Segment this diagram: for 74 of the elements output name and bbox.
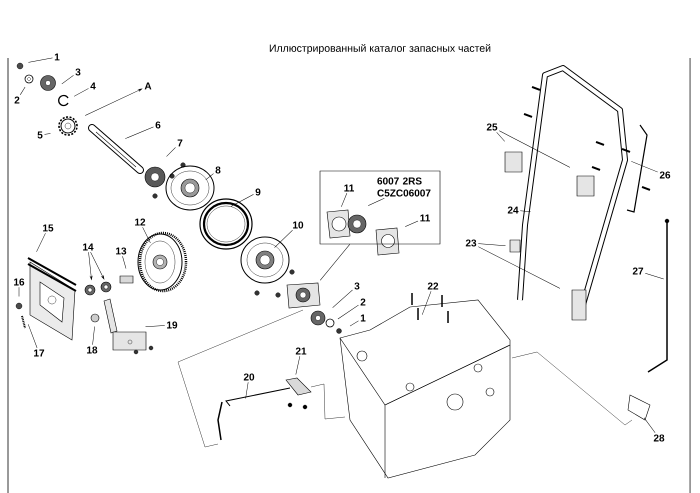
leader-line (422, 290, 432, 315)
leader-line (142, 226, 151, 244)
callout-number: 11 (420, 214, 430, 222)
callout-number: 8 (216, 166, 220, 174)
callout-number: 25 (486, 123, 498, 131)
callout-number: 2 (14, 96, 20, 104)
leader-line (274, 230, 293, 248)
leader-line (404, 220, 418, 227)
leader-line (341, 192, 348, 208)
leader-line (145, 325, 165, 328)
leader-line (296, 356, 300, 375)
callout-number: 28 (654, 434, 664, 442)
callout-number: 15 (43, 224, 54, 232)
callout-number: 6 (156, 121, 160, 129)
callout-number: 7 (178, 140, 182, 146)
leader-line (478, 246, 560, 289)
leader-line (124, 126, 154, 139)
callout-number: 12 (135, 218, 146, 226)
inset-frame (320, 170, 440, 244)
leader-line (350, 320, 359, 326)
leader-line (520, 210, 531, 212)
callout-number: 20 (244, 373, 254, 381)
arrow (84, 88, 142, 116)
leader-line (245, 382, 248, 399)
callout-number: 24 (508, 206, 518, 214)
callout-number: 9 (256, 188, 260, 196)
leader-line (92, 326, 95, 345)
callout-number: 5 (38, 132, 42, 138)
leader-line (496, 132, 505, 142)
callout-number: 14 (83, 244, 94, 250)
callout-number: 26 (660, 171, 670, 179)
leader-line (20, 86, 26, 96)
leader-line (62, 75, 74, 84)
leader-line (478, 243, 506, 246)
leader-line (645, 273, 664, 280)
callout-number: 3 (354, 282, 360, 290)
callout-number: 16 (14, 278, 24, 286)
callout-number: 18 (87, 346, 98, 354)
leader-line (644, 418, 656, 433)
leader-line (320, 244, 350, 281)
callout-number: 23 (466, 239, 476, 247)
callout-number: 21 (296, 348, 306, 354)
callout-number: A (144, 82, 152, 90)
leader-line (368, 198, 385, 206)
leader-line (18, 287, 20, 297)
leader-line (74, 88, 89, 97)
spec-text: 6007 2RS C5ZC06007 (377, 177, 430, 197)
callout-number: 19 (167, 321, 178, 329)
callout-number: 2 (360, 298, 366, 306)
callout-number: 3 (75, 68, 80, 76)
leader-line (338, 304, 359, 320)
leader-line (44, 133, 51, 135)
leader-line (166, 147, 176, 157)
callout-number: 1 (54, 54, 60, 60)
leader-line (36, 232, 46, 252)
arrow (88, 252, 92, 280)
leader-line (122, 256, 126, 269)
leader-line (230, 194, 254, 207)
callout-number: 4 (90, 82, 96, 90)
callout-number: 17 (34, 350, 44, 356)
leader-line (630, 161, 658, 172)
leader-line (28, 324, 38, 348)
callout-number: 27 (632, 268, 644, 274)
callout-number: 22 (428, 282, 438, 290)
arrow (90, 252, 104, 280)
callout-number: 13 (116, 247, 126, 255)
leader-line (332, 290, 353, 308)
callout-number: 11 (344, 184, 354, 192)
callout-number: 10 (293, 221, 304, 229)
leader-line (28, 58, 53, 63)
title: Иллюстрированный каталог запасных частей (270, 44, 490, 54)
callout-number: 1 (360, 314, 366, 322)
leader-line (499, 130, 570, 168)
leader-line (205, 173, 214, 180)
